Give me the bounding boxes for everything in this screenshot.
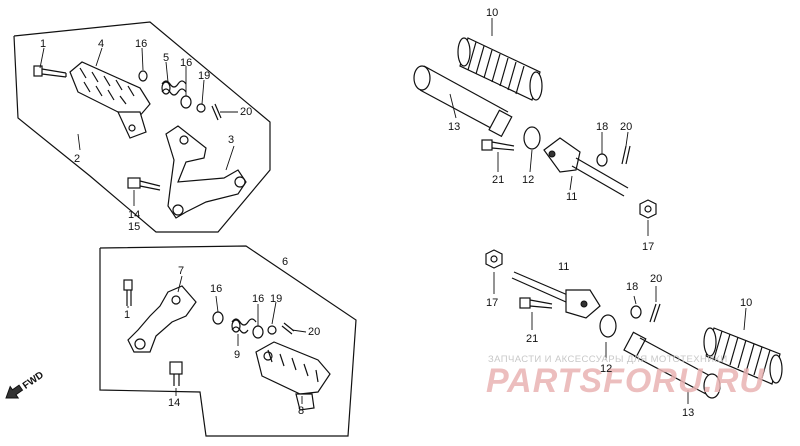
part-label-17: 17 bbox=[642, 241, 654, 253]
part-label-14: 14 bbox=[168, 397, 180, 409]
part-label-9: 9 bbox=[234, 349, 240, 361]
rubber-part-10b bbox=[703, 327, 783, 385]
top-left-assembly bbox=[13, 21, 271, 233]
part-label-16: 16 bbox=[135, 38, 147, 50]
part-label-13: 13 bbox=[682, 407, 694, 419]
bottom-left-assembly bbox=[99, 245, 357, 437]
part-label-12: 12 bbox=[600, 363, 612, 375]
footpeg-part-8 bbox=[255, 341, 331, 411]
part-label-7: 7 bbox=[178, 265, 184, 277]
bolt-part-11b bbox=[511, 271, 601, 319]
bracket-part-7 bbox=[127, 285, 197, 353]
part-label-2: 2 bbox=[74, 153, 80, 165]
part-label-15: 15 bbox=[128, 221, 140, 233]
part-label-1: 1 bbox=[124, 309, 130, 321]
washer-part-19b bbox=[267, 325, 277, 335]
nut-part-17b bbox=[485, 249, 503, 269]
part-label-21: 21 bbox=[492, 174, 504, 186]
group-outline bbox=[99, 245, 357, 437]
part-label-14: 14 bbox=[128, 209, 140, 221]
part-label-4: 4 bbox=[98, 38, 104, 50]
part-label-18: 18 bbox=[626, 281, 638, 293]
bolt-part-14a bbox=[127, 177, 161, 191]
bolt-part-1b bbox=[123, 279, 133, 306]
watermark-caption: ЗАПЧАСТИ И АКСЕССУАРЫ ДЛЯ МОТОТЕХНИКИ bbox=[488, 354, 728, 365]
washer-part-12b bbox=[599, 314, 617, 338]
part-label-16: 16 bbox=[210, 283, 222, 295]
part-label-20: 20 bbox=[308, 326, 320, 338]
part-label-6: 6 bbox=[282, 256, 288, 268]
leader-lines bbox=[39, 18, 747, 404]
part-label-10: 10 bbox=[486, 7, 498, 19]
washer-part-19a bbox=[196, 103, 206, 113]
cotter-pin-part-20d bbox=[649, 303, 661, 323]
spring-part-5 bbox=[161, 80, 187, 96]
washer-part-16a bbox=[138, 70, 148, 82]
part-label-19: 19 bbox=[198, 70, 210, 82]
bottom-right-assembly bbox=[485, 249, 783, 399]
washer-part-16c bbox=[212, 311, 224, 325]
part-label-12: 12 bbox=[522, 174, 534, 186]
washer-part-16b bbox=[180, 95, 192, 109]
peg-bar-part-13b bbox=[623, 331, 721, 399]
fwd-label: FWD bbox=[21, 370, 46, 392]
bracket-part-3 bbox=[165, 125, 247, 219]
cotter-pin-part-20b bbox=[621, 145, 631, 165]
watermark-brand: PARTSFORU.RU bbox=[486, 362, 765, 400]
part-label-17: 17 bbox=[486, 297, 498, 309]
part-label-21: 21 bbox=[526, 333, 538, 345]
footpeg-part-4 bbox=[69, 61, 151, 139]
bolt-part-11a bbox=[543, 137, 629, 197]
pin-part-21b bbox=[519, 297, 553, 309]
top-right-assembly bbox=[413, 37, 657, 219]
washer-part-16d bbox=[252, 325, 264, 339]
part-label-10: 10 bbox=[740, 297, 752, 309]
part-label-18: 18 bbox=[596, 121, 608, 133]
arrow-icon bbox=[5, 384, 24, 399]
part-label-8: 8 bbox=[298, 405, 304, 417]
part-label-16: 16 bbox=[252, 293, 264, 305]
cotter-pin-part-20a bbox=[211, 103, 222, 121]
spring-part-9 bbox=[231, 318, 257, 334]
part-labels: 1 4 16 5 16 19 20 2 3 14 15 10 13 18 20 … bbox=[40, 7, 752, 419]
washer-part-18b bbox=[630, 305, 642, 319]
pin-part-21a bbox=[481, 139, 515, 151]
part-label-16: 16 bbox=[180, 57, 192, 69]
washer-part-18a bbox=[596, 153, 608, 167]
part-label-11: 11 bbox=[558, 261, 569, 273]
part-label-20: 20 bbox=[650, 273, 662, 285]
bolt-part-1 bbox=[33, 65, 67, 78]
cotter-pin-part-20c bbox=[281, 322, 295, 335]
part-label-5: 5 bbox=[163, 52, 169, 64]
fwd-arrow: FWD bbox=[5, 370, 46, 399]
rubber-part-10a bbox=[457, 37, 543, 101]
bolt-part-14b bbox=[169, 361, 183, 386]
group-outline bbox=[13, 21, 271, 233]
washer-part-12a bbox=[523, 126, 541, 150]
part-label-19: 19 bbox=[270, 293, 282, 305]
part-label-1: 1 bbox=[40, 38, 46, 50]
part-label-20: 20 bbox=[620, 121, 632, 133]
part-label-20: 20 bbox=[240, 106, 252, 118]
peg-bar-part-13a bbox=[413, 65, 513, 138]
part-label-13: 13 bbox=[448, 121, 460, 133]
part-label-3: 3 bbox=[228, 134, 234, 146]
part-label-11: 11 bbox=[566, 191, 577, 203]
nut-part-17a bbox=[639, 199, 657, 219]
